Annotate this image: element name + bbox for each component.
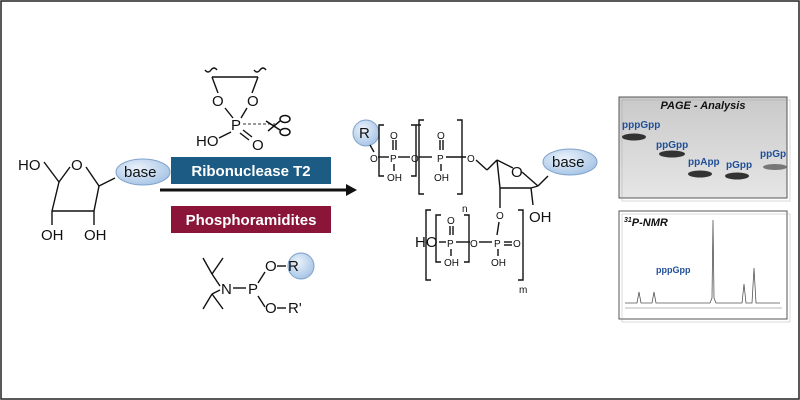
nucleoside-3prime-oh: OH — [41, 227, 64, 244]
nmr-peak-label: pppGpp — [656, 265, 691, 275]
product-base-label: base — [552, 154, 585, 171]
svg-text:O: O — [513, 239, 521, 250]
svg-text:P: P — [390, 154, 397, 165]
product-repeat-m: m — [519, 285, 527, 296]
amidite-r-prime: R' — [288, 300, 302, 317]
gel-band-4 — [725, 172, 749, 180]
nucleoside-2prime-oh: OH — [84, 227, 107, 244]
cyclic-phosphorus: P — [231, 117, 241, 134]
svg-text:OH: OH — [491, 258, 506, 269]
phosphoramidite-label: Phosphoramidites — [186, 212, 317, 229]
ribonuclease-label: Ribonuclease T2 — [191, 163, 310, 180]
gel-band-5 — [763, 164, 787, 170]
svg-text:O: O — [437, 131, 445, 142]
product-2prime-oh: OH — [529, 209, 552, 226]
nmr-title-superscript: 31 — [624, 217, 632, 224]
nucleoside-ring-oxygen: O — [71, 157, 83, 174]
svg-text:O: O — [390, 131, 398, 142]
band-label-pppgpp: pppGpp — [622, 120, 660, 131]
amidite-oxygen-bottom: O — [265, 300, 277, 317]
svg-text:OH: OH — [387, 173, 402, 184]
reaction-arrowhead — [346, 184, 357, 196]
amidite-r-ball — [287, 252, 315, 280]
svg-text:P: P — [494, 239, 501, 250]
svg-text:O: O — [411, 154, 419, 165]
ribonuclease-banner — [171, 157, 331, 184]
svg-text:O: O — [470, 239, 478, 250]
svg-text:O: O — [447, 216, 455, 227]
cyclic-double-o: O — [252, 137, 264, 154]
amidite-r-group: R — [288, 258, 299, 275]
product-r-group: R — [359, 125, 370, 142]
phosphoramidite-structure: N P O R O R' — [202, 252, 315, 317]
nmr-panel-title: 31P-NMR — [624, 217, 668, 229]
svg-text:O: O — [370, 154, 378, 165]
gel-band-1 — [622, 133, 646, 141]
nucleoside-ho-label: HO — [18, 157, 41, 174]
svg-text:P: P — [437, 154, 444, 165]
svg-text:O: O — [496, 211, 504, 222]
nucleoside-base-ball — [115, 158, 171, 186]
cyclic-o-left: O — [212, 93, 224, 110]
svg-text:OH: OH — [434, 173, 449, 184]
band-label-ppgpp: ppGpp — [656, 140, 688, 151]
nmr-panel: 31P-NMR pppGpp — [618, 210, 791, 323]
nucleoside-structure: HO O OH OH base — [18, 157, 171, 244]
nmr-spectrum-trace — [625, 219, 780, 304]
cyclic-o-right: O — [247, 93, 259, 110]
nucleoside-base-label: base — [124, 164, 157, 181]
cyclic-phosphate-structure: O O P HO O — [196, 67, 291, 154]
amidite-oxygen-top: O — [265, 258, 277, 275]
page-analysis-panel: PAGE - Analysis pppGpp ppGpp ppApp pGpp … — [618, 96, 791, 202]
svg-text:P: P — [447, 239, 454, 250]
scissors-icon — [265, 114, 291, 137]
band-label-ppgp: ppGp — [760, 149, 786, 160]
phosphoramidite-banner — [171, 206, 331, 233]
product-structure: R O P O OH O P O OH n O O OH — [352, 119, 598, 296]
page-panel-title: PAGE - Analysis — [661, 100, 746, 112]
product-ring-oxygen: O — [511, 164, 523, 181]
band-label-ppapp: ppApp — [688, 157, 720, 168]
band-label-pgpp: pGpp — [726, 160, 752, 171]
svg-text:OH: OH — [444, 258, 459, 269]
gel-band-3 — [688, 170, 712, 178]
amidite-nitrogen: N — [221, 281, 232, 298]
amidite-phosphorus: P — [248, 281, 258, 298]
nmr-title-main: P-NMR — [632, 217, 668, 229]
product-repeat-n: n — [462, 204, 468, 215]
svg-text:O: O — [467, 154, 475, 165]
product-base-ball — [542, 148, 598, 176]
cyclic-ho: HO — [196, 133, 219, 150]
gel-band-2 — [659, 150, 685, 158]
